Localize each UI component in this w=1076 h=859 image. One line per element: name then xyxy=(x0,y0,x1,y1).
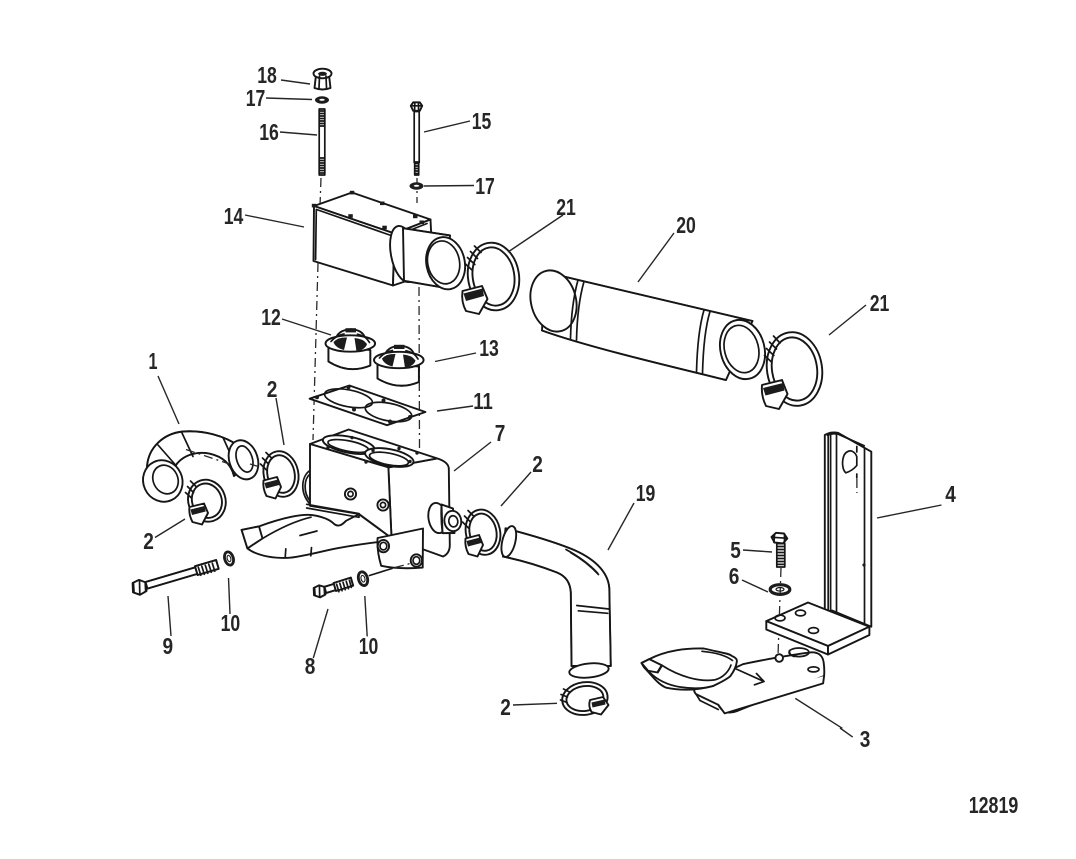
svg-text:7: 7 xyxy=(495,420,506,446)
svg-text:14: 14 xyxy=(224,203,244,229)
svg-text:2: 2 xyxy=(500,694,511,720)
svg-text:9: 9 xyxy=(163,633,174,659)
svg-text:1: 1 xyxy=(149,348,158,374)
svg-text:20: 20 xyxy=(676,212,696,238)
svg-text:12819: 12819 xyxy=(969,792,1019,818)
svg-text:2: 2 xyxy=(267,376,278,402)
svg-text:19: 19 xyxy=(636,480,656,506)
svg-text:17: 17 xyxy=(246,85,266,111)
svg-text:10: 10 xyxy=(359,633,379,659)
svg-text:21: 21 xyxy=(870,290,890,316)
svg-text:5: 5 xyxy=(730,537,741,563)
svg-text:2: 2 xyxy=(532,451,543,477)
svg-text:4: 4 xyxy=(945,481,956,507)
svg-text:6: 6 xyxy=(729,563,740,589)
svg-text:13: 13 xyxy=(479,335,499,361)
svg-text:10: 10 xyxy=(221,610,241,636)
svg-text:12: 12 xyxy=(261,304,281,330)
svg-text:2: 2 xyxy=(143,528,154,554)
svg-text:16: 16 xyxy=(259,119,279,145)
svg-text:18: 18 xyxy=(257,62,277,88)
svg-text:15: 15 xyxy=(472,108,492,134)
svg-text:8: 8 xyxy=(305,653,316,679)
svg-text:17: 17 xyxy=(475,173,495,199)
svg-text:11: 11 xyxy=(473,388,493,414)
svg-text:21: 21 xyxy=(556,194,576,220)
svg-text:3: 3 xyxy=(860,726,871,752)
